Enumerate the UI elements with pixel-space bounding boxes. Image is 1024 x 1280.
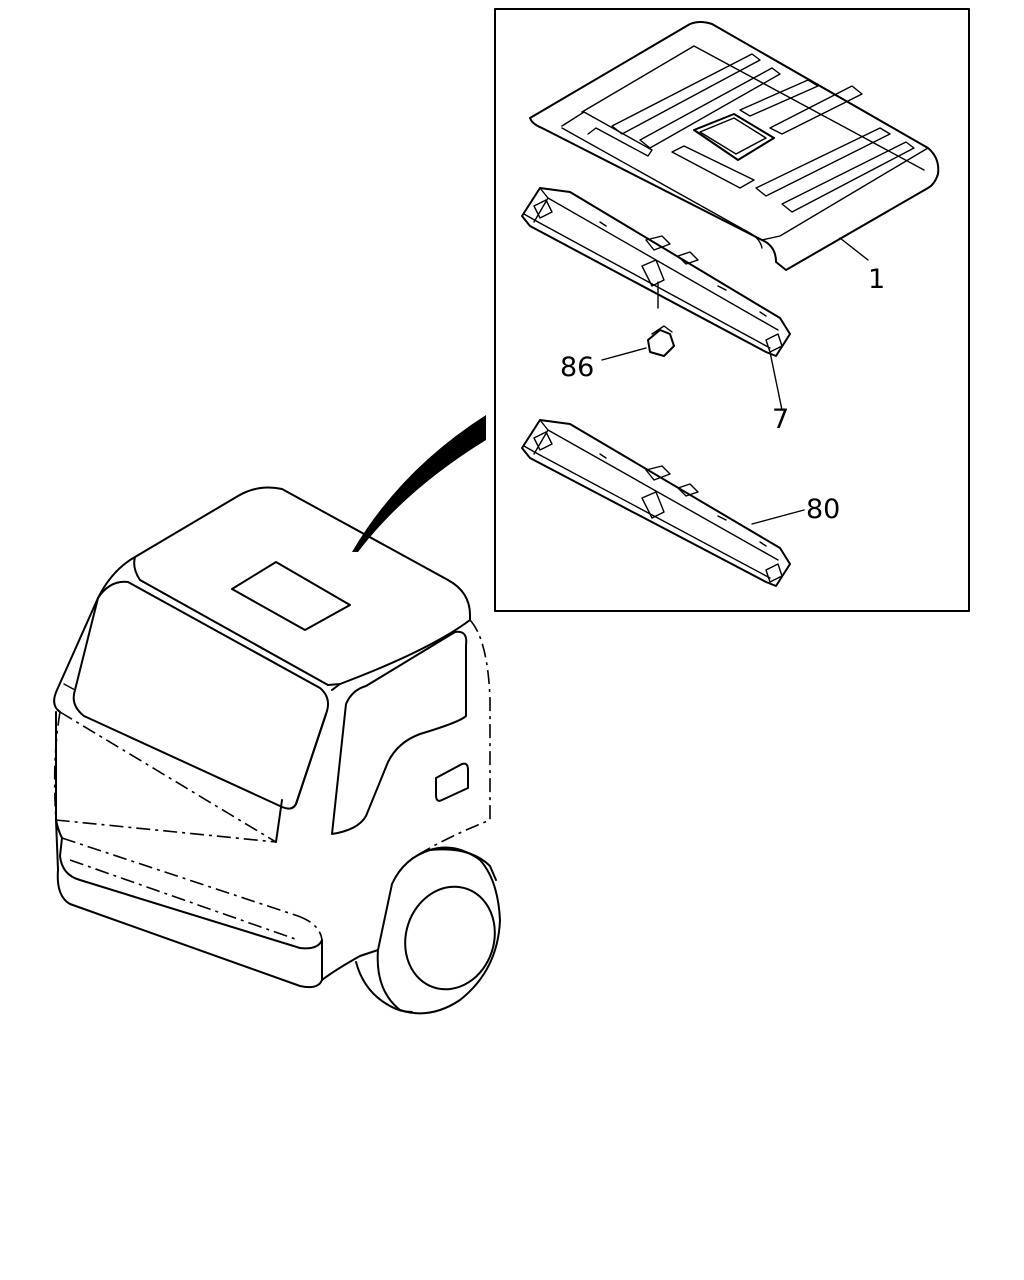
front-bumper — [55, 819, 323, 989]
callout-7: 7 — [772, 404, 789, 435]
detail-inset: 1 7 86 80 — [494, 8, 970, 612]
detail-pointer — [352, 415, 486, 552]
inset-frame — [494, 8, 970, 612]
side-window — [331, 630, 468, 835]
headlining-panel: 1 — [529, 21, 940, 295]
cab-roof — [133, 486, 471, 686]
sunroof-panel — [231, 561, 351, 631]
callout-1: 1 — [868, 264, 885, 295]
windshield-frame — [53, 556, 136, 713]
wheel-fender — [321, 848, 497, 981]
front-wheel — [376, 846, 501, 1015]
truck-cab — [53, 415, 501, 1015]
wheel-hub — [404, 885, 496, 991]
door-handle — [435, 762, 469, 802]
callout-80: 80 — [806, 494, 840, 525]
callout-86: 86 — [560, 352, 594, 383]
windshield — [72, 580, 329, 810]
cab-front-face — [53, 619, 491, 861]
roof-rail-80: 80 — [521, 419, 840, 587]
clip-86: 86 — [560, 281, 675, 383]
roof-rail-7: 7 — [521, 187, 791, 435]
